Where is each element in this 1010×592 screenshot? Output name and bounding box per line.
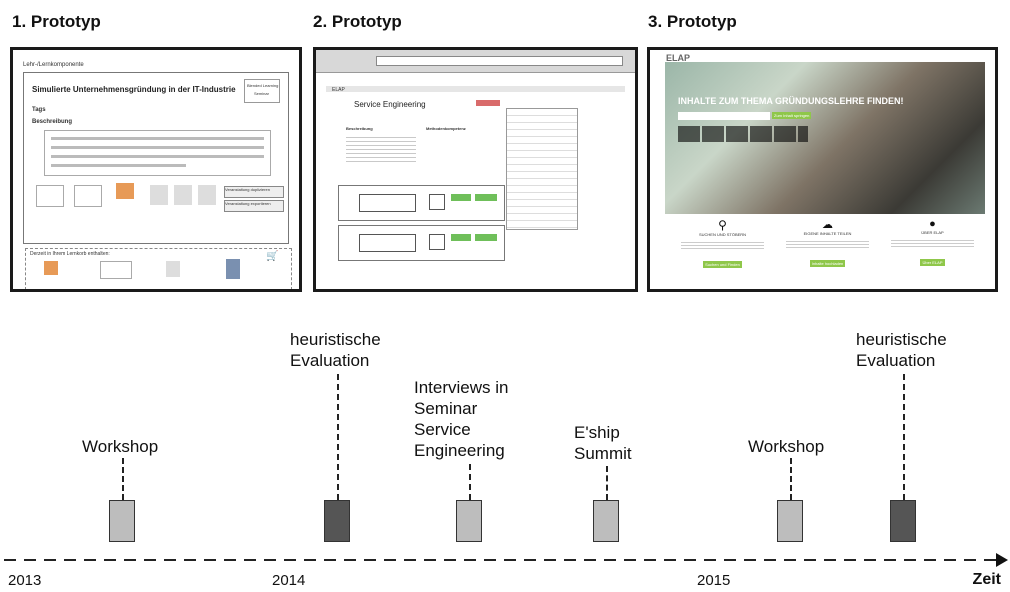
mock1-avatar (198, 185, 216, 205)
prototype-2-title: 2. Prototyp (313, 12, 402, 31)
event-connector (469, 464, 471, 500)
mock3-tag-cloud (678, 126, 808, 142)
mock2-module-1 (338, 185, 505, 221)
mock2-sidebar (506, 108, 578, 230)
mock2-browser-bar (316, 50, 635, 73)
mock3-feature-columns: ⚲ SUCHEN UND STÖBERN Suchen und Finden ☁… (665, 218, 985, 288)
mock1-export-button[interactable]: Veranstaltung exportieren (224, 200, 284, 212)
mock3-upload-cta[interactable]: Inhalte hochladen (809, 260, 846, 267)
mock1-tags-label: Tags (32, 107, 46, 113)
cloud-upload-icon: ☁ (822, 219, 833, 231)
cart-icon: 🛒 (266, 251, 279, 262)
mock3-search-button[interactable]: Zum Inhalt springen (772, 112, 812, 119)
event-connector (790, 458, 792, 500)
mock3-search-cta[interactable]: Suchen und Finden (703, 261, 742, 268)
prototype-1-title: 1. Prototyp (12, 12, 101, 31)
mock1-panel: Simulierte Unternehmensgründung in der I… (23, 72, 289, 244)
prototype-2-screenshot: ELAP Service Engineering Beschreibung Me… (313, 47, 638, 292)
event-connector (903, 374, 905, 500)
prototype-1-screenshot: Lehr-/Lernkomponente Simulierte Unterneh… (10, 47, 302, 292)
mock3-search-input[interactable] (678, 112, 770, 120)
mock1-duplicate-button[interactable]: Veranstaltung duplizieren (224, 186, 284, 198)
event-connector (122, 458, 124, 500)
mock1-thumb (74, 185, 102, 207)
mock1-basket: Derzeit in Ihrem Lernkorb enthalten: 🛒 (25, 248, 292, 289)
search-icon: ⚲ (718, 218, 727, 232)
chat-bubble-icon: ● (929, 218, 936, 230)
mock1-avatar (150, 185, 168, 205)
arrowhead-icon (996, 553, 1008, 567)
event-marker-dark (324, 500, 350, 542)
mock2-text-block (346, 134, 416, 164)
mock2-red-button[interactable] (476, 100, 500, 106)
event-marker-light (593, 500, 619, 542)
mock3-column-upload: ☁ EIGENE INHALTE TEILEN Inhalte hochlade… (780, 218, 875, 270)
mock1-desc-label: Beschreibung (32, 119, 73, 125)
mock1-description-box (44, 130, 271, 176)
timeline-axis (4, 553, 1008, 567)
event-connector (606, 466, 608, 500)
year-label: 2015 (697, 572, 731, 589)
mock2-desc-label: Beschreibung (346, 126, 373, 131)
mock2-logo: ELAP (332, 87, 345, 93)
mock1-avatar (174, 185, 192, 205)
year-label: 2013 (8, 572, 42, 589)
mock1-thumb (116, 183, 134, 199)
mock1-thumb (36, 185, 64, 207)
mock3-column-about: ● ÜBER ELAP Über ELAP (885, 218, 980, 269)
prototype-3-title: 3. Prototyp (648, 12, 737, 31)
mock1-badge: Blended Learning Seminar (244, 79, 280, 103)
prototype-3-screenshot: ELAP INHALTE ZUM THEMA GRÜNDUNGSLEHRE FI… (647, 47, 998, 292)
event-label: Workshop (748, 437, 825, 456)
mock1-header: Lehr-/Lernkomponente (23, 62, 84, 68)
mock3-hero-title: INHALTE ZUM THEMA GRÜNDUNGSLEHRE FINDEN! (678, 96, 904, 106)
event-marker-light (456, 500, 482, 542)
mock3-logo: ELAP (666, 53, 691, 63)
mock1-course-title: Simulierte Unternehmensgründung in der I… (32, 85, 236, 94)
event-marker-light (777, 500, 803, 542)
mock2-module-2 (338, 225, 505, 261)
mock2-course-title: Service Engineering (354, 100, 426, 109)
mock3-about-cta[interactable]: Über ELAP (920, 259, 945, 266)
event-marker-light (109, 500, 135, 542)
event-connector (337, 374, 339, 500)
mock2-nav (326, 86, 625, 92)
year-label: 2014 (272, 572, 306, 589)
mock2-tags-label: Methodenkompetenz (426, 126, 466, 131)
mock3-column-search: ⚲ SUCHEN UND STÖBERN Suchen und Finden (675, 218, 770, 271)
event-marker-dark (890, 500, 916, 542)
event-label: Workshop (82, 437, 159, 456)
time-axis-label: Zeit (972, 571, 1001, 588)
